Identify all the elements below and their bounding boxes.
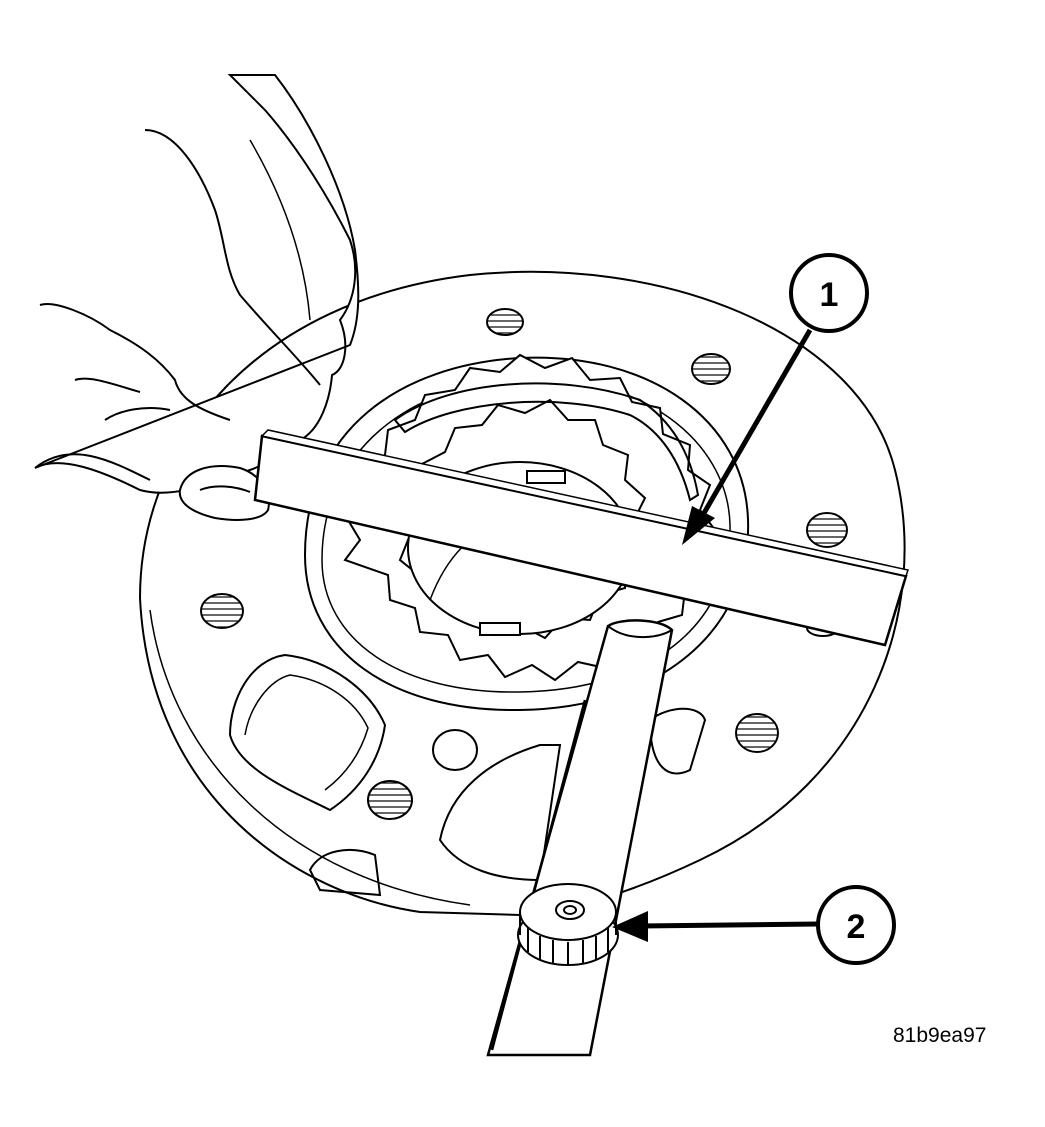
crescent-arc [393, 382, 700, 502]
callout-2-number: 2 [847, 908, 866, 946]
bolt-hole [806, 512, 848, 548]
bolt-hole [486, 308, 524, 336]
callout-1: 1 [682, 253, 869, 545]
bolt-hole [367, 780, 413, 820]
callout-2: 2 [612, 885, 896, 965]
callout-1-number: 1 [820, 276, 839, 314]
bolt-hole [735, 713, 779, 753]
hand [34, 74, 360, 521]
bolt-hole [691, 353, 731, 385]
figure-id-label: 81b9ea97 [893, 1024, 987, 1047]
callout-1-arrowhead [682, 506, 715, 545]
feeler-gauge-knob [517, 883, 619, 966]
callout-2-arrowhead [612, 911, 648, 942]
bolt-hole [200, 593, 244, 629]
pump-cavities [228, 653, 707, 897]
callout-1-circle [789, 253, 869, 333]
bolt-holes [200, 308, 848, 820]
callout-2-circle [816, 885, 896, 965]
